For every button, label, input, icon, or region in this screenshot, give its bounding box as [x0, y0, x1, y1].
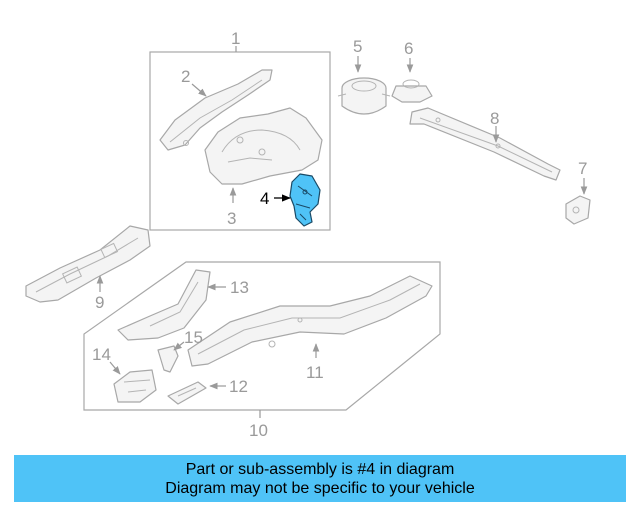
part-12-plate[interactable] — [167, 381, 207, 405]
info-banner: Part or sub-assembly is #4 in diagram Di… — [14, 455, 626, 502]
parts-diagram: 1 2 3 4 5 6 — [25, 29, 591, 440]
callout-5[interactable]: 5 — [353, 37, 362, 56]
callout-11[interactable]: 11 — [306, 363, 324, 382]
part-9-frame-rail[interactable] — [25, 225, 151, 303]
callout-4[interactable]: 4 — [260, 189, 269, 208]
group-1-frame — [149, 51, 331, 231]
callout-14[interactable]: 14 — [92, 345, 111, 364]
banner-line-1: Part or sub-assembly is #4 in diagram — [185, 460, 455, 478]
callout-13[interactable]: 13 — [230, 278, 249, 297]
callout-7[interactable]: 7 — [578, 159, 587, 178]
callout-10[interactable]: 10 — [249, 421, 268, 440]
part-11-long-rail[interactable] — [187, 275, 433, 367]
callout-9[interactable]: 9 — [95, 293, 104, 312]
callout-12[interactable]: 12 — [229, 377, 248, 396]
part-14-bracket-block[interactable] — [113, 369, 157, 403]
callout-15[interactable]: 15 — [184, 328, 203, 347]
callout-8[interactable]: 8 — [490, 109, 499, 128]
part-2-upper-rail[interactable] — [159, 69, 273, 151]
part-6-cap[interactable] — [391, 79, 433, 103]
part-4-bracket[interactable] — [289, 173, 321, 227]
part-15-clip[interactable] — [157, 345, 179, 373]
part-8-cross-bar[interactable] — [409, 107, 561, 181]
part-3-wheel-housing[interactable] — [204, 107, 323, 185]
callout-6[interactable]: 6 — [404, 39, 413, 58]
callout-1[interactable]: 1 — [231, 29, 240, 48]
group-10-frame — [83, 261, 441, 411]
part-7-plate[interactable] — [565, 195, 591, 225]
callout-2[interactable]: 2 — [181, 67, 190, 86]
part-5-strut-mount[interactable] — [337, 77, 391, 115]
banner-line-2: Diagram may not be specific to your vehi… — [165, 479, 475, 497]
callout-3[interactable]: 3 — [227, 209, 236, 228]
